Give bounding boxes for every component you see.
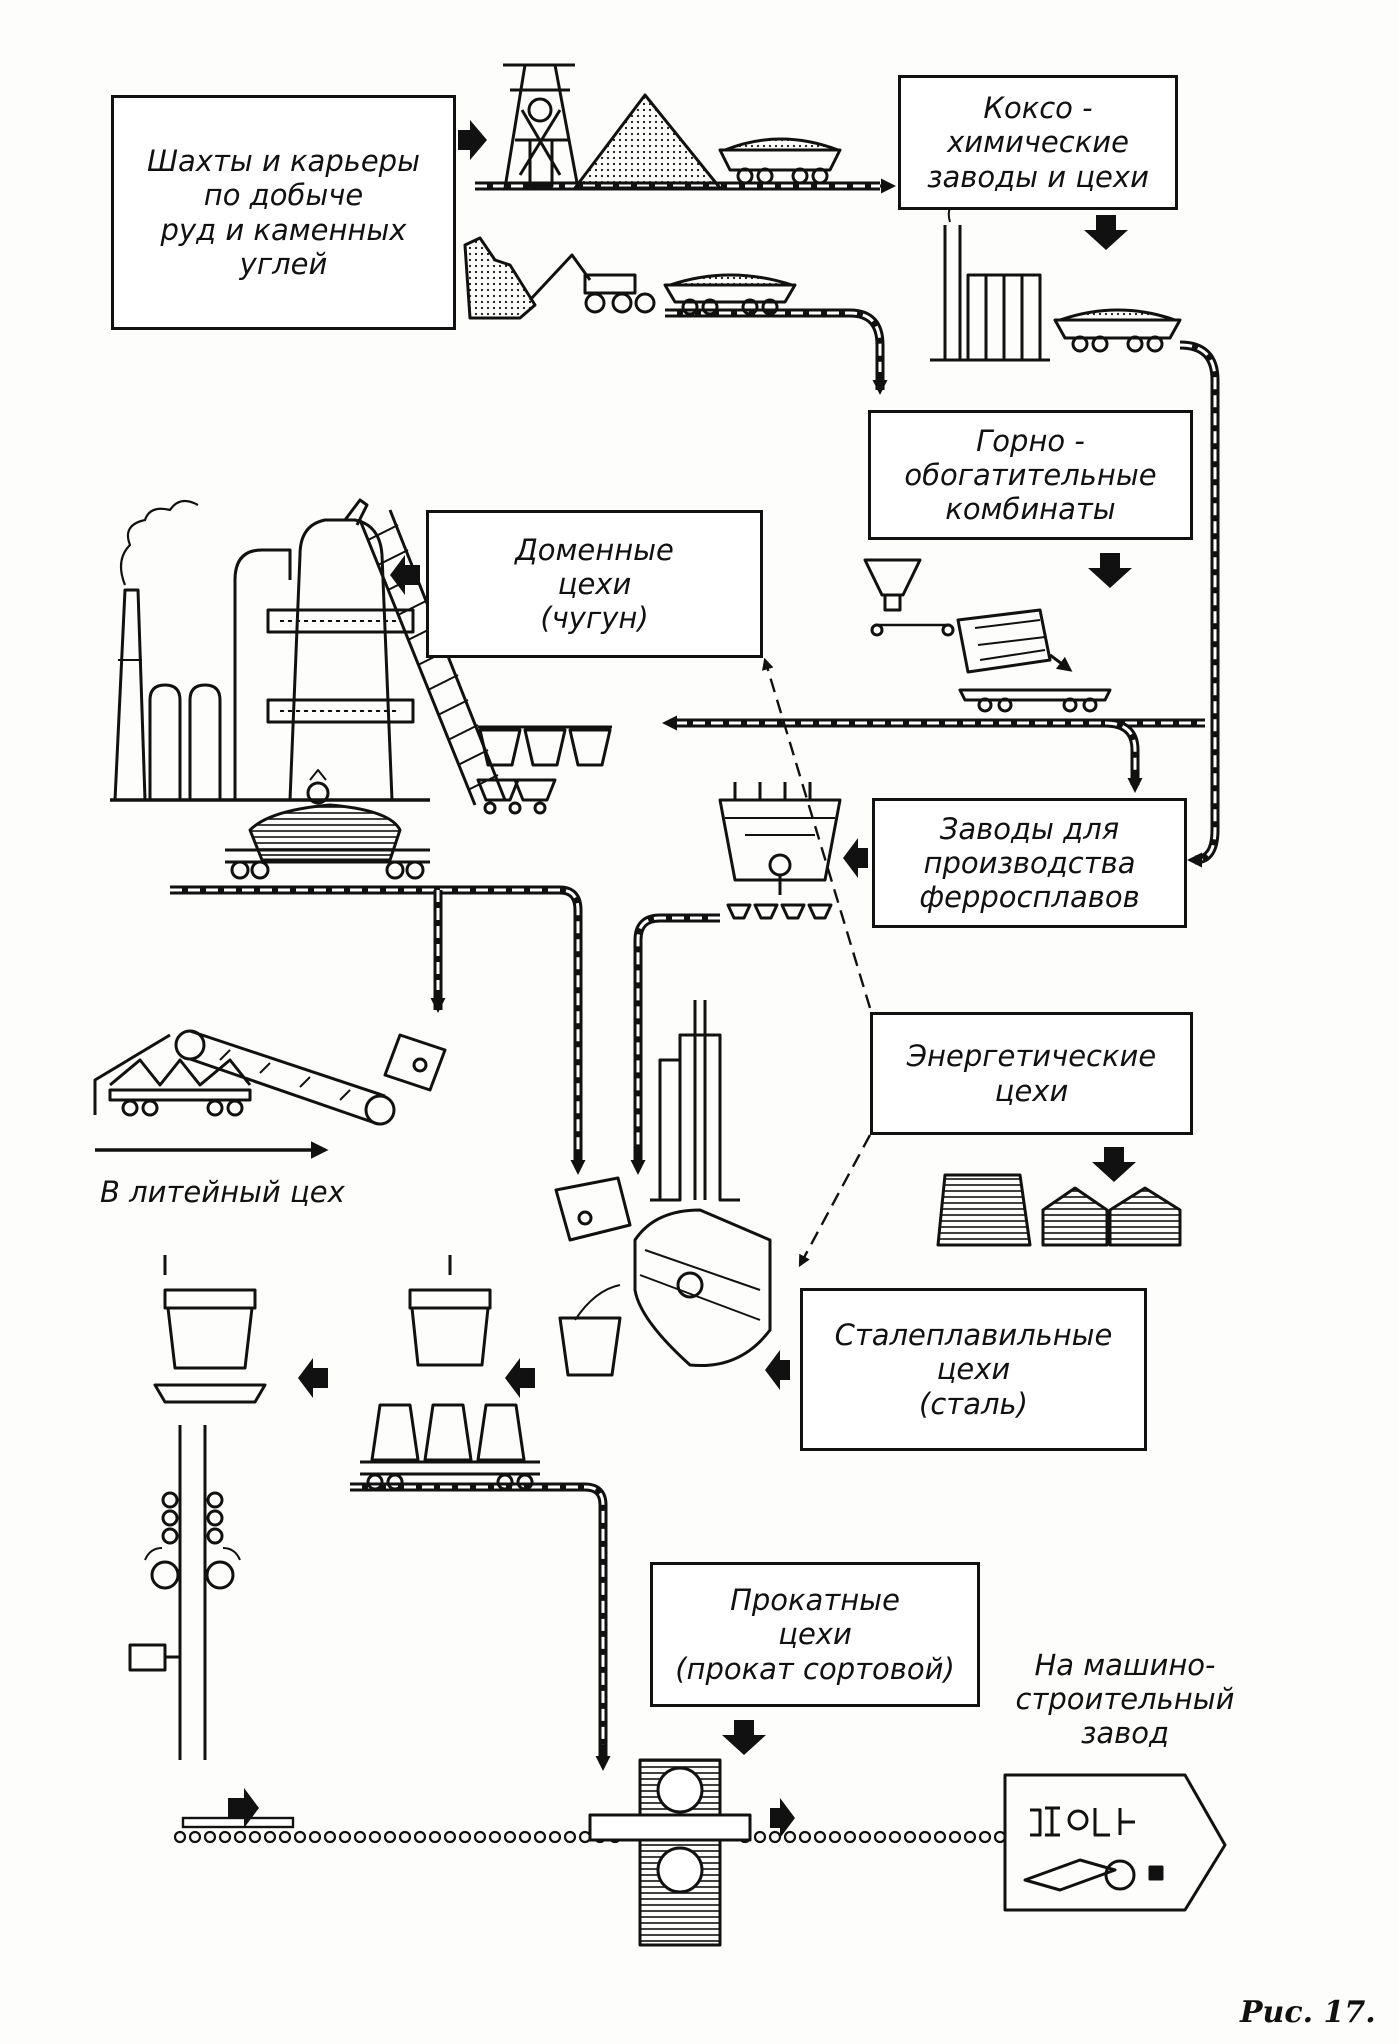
conveyor-ingots-to-rolling: [350, 1482, 608, 1760]
arrow-slab-right: [228, 1788, 259, 1828]
conveyor-blast-rail: [170, 885, 583, 1160]
conveyor-ore-to-mining: [665, 308, 885, 390]
conveyor-branch-to-ferro: [1104, 718, 1140, 785]
energy-to-blast: [762, 657, 872, 1009]
energy-dashed-lines: [762, 657, 872, 1268]
steel-converter: [554, 1176, 772, 1377]
blast-furnace: [110, 498, 612, 815]
casting-ladles: [153, 1255, 492, 1404]
arrow-mining-down: [1088, 553, 1132, 588]
arrow-rolling-right: [770, 1798, 795, 1838]
label-machine-plant: На машино- строительный завод: [1015, 1648, 1235, 1751]
ferro-furnace: [718, 782, 842, 920]
arrow-steel-left: [765, 1350, 790, 1390]
box-blast-furnace: Доменные цехи (чугун): [426, 510, 763, 658]
ingot-moulds: [360, 1403, 540, 1491]
conveyor-coke-to-ferro: [1179, 340, 1220, 865]
quarry: [463, 236, 656, 320]
arrow-coke-down: [1084, 215, 1128, 250]
machine-plant-sign: [1003, 1773, 1227, 1912]
box-steelmaking: Сталеплавильные цехи (сталь): [800, 1288, 1147, 1451]
coke-plant-building: [930, 197, 1050, 362]
arrow-mines-right: [458, 120, 487, 160]
ore-wagon-middle: [663, 273, 797, 316]
coke-wagon: [1053, 308, 1182, 353]
arrow-ingots-left: [505, 1358, 535, 1398]
energy-to-steel: [798, 1134, 872, 1268]
sinter-drum: [863, 558, 1073, 674]
foundry-conveyor: [93, 1029, 447, 1126]
box-coke-chemical: Коксо - химические заводы и цехи: [898, 75, 1178, 210]
line-arrows: [95, 178, 1202, 1771]
converter-stack: [650, 1000, 740, 1202]
figure-caption: Рис. 17.: [1240, 1995, 1376, 2030]
conveyor-lines: [170, 181, 1220, 1760]
box-energy: Энергетические цехи: [870, 1012, 1193, 1135]
box-mining-combines: Горно - обогатительные комбинаты: [868, 410, 1193, 540]
arrow-ferro-left: [843, 838, 868, 878]
ore-heap: [573, 93, 722, 190]
roller-track-left: [173, 1830, 622, 1844]
flat-wagon: [958, 688, 1112, 713]
arrow-to-casting-left: [298, 1358, 328, 1398]
continuous-caster: [128, 1425, 241, 1760]
arrow-energy-down: [1092, 1147, 1136, 1182]
mine-headframe: [503, 63, 580, 189]
iron-ladle-car: [225, 769, 430, 880]
machinery: [93, 63, 1227, 1947]
rolling-mill: [588, 1758, 752, 1947]
roller-track-right: [738, 1830, 1007, 1844]
label-foundry: В литейный цех: [100, 1175, 345, 1209]
box-rolling: Прокатные цехи (прокат сортовой): [650, 1562, 980, 1707]
coal-wagon-top: [718, 137, 842, 185]
energy-buildings: [936, 1173, 1182, 1247]
box-ferroalloys: Заводы для производства ферросплавов: [872, 798, 1187, 928]
conveyor-ferro-to-steel: [633, 913, 720, 1160]
roller-track: [173, 1816, 1007, 1844]
box-mines: Шахты и карьеры по добыче руд и каменных…: [111, 95, 456, 330]
arrow-rolling-down: [722, 1720, 766, 1755]
